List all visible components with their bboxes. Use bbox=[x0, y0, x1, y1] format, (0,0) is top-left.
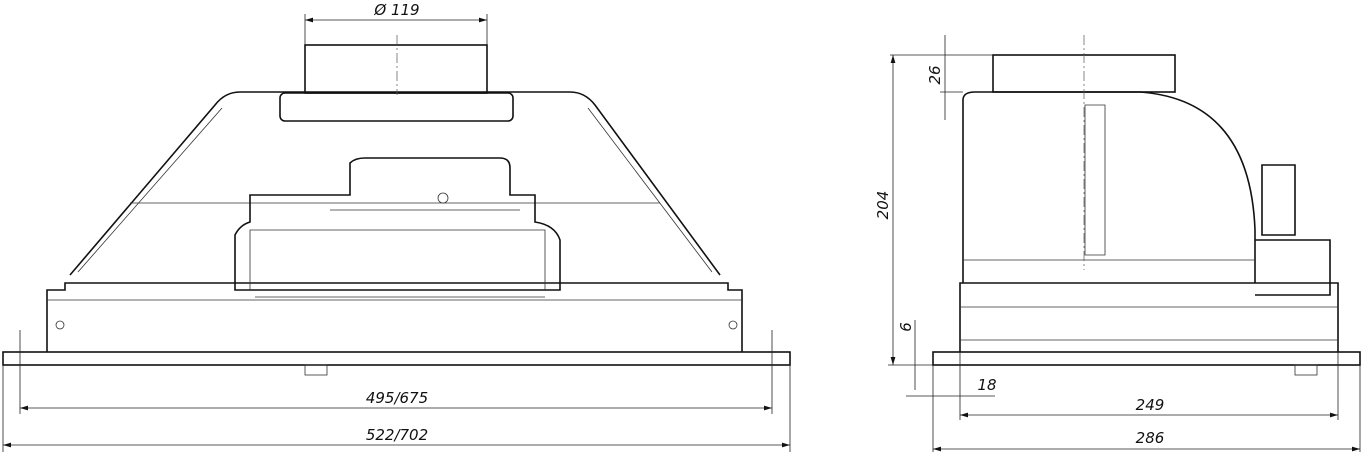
plate-thickness-label: 6 bbox=[897, 322, 915, 332]
duct-diameter-label: Ø 119 bbox=[373, 1, 419, 19]
side-view: 204 26 6 18 249 286 bbox=[874, 35, 1361, 452]
front-view: Ø 119 495/675 522/702 bbox=[2, 1, 791, 452]
offset-label: 18 bbox=[977, 376, 996, 394]
outer-width-label: 522/702 bbox=[366, 426, 428, 444]
plate-depth-label: 286 bbox=[1136, 429, 1165, 447]
duct-height-label: 26 bbox=[926, 65, 944, 84]
total-height-label: 204 bbox=[874, 191, 892, 220]
body-depth-label: 249 bbox=[1136, 396, 1165, 414]
inner-width-label: 495/675 bbox=[366, 389, 428, 407]
